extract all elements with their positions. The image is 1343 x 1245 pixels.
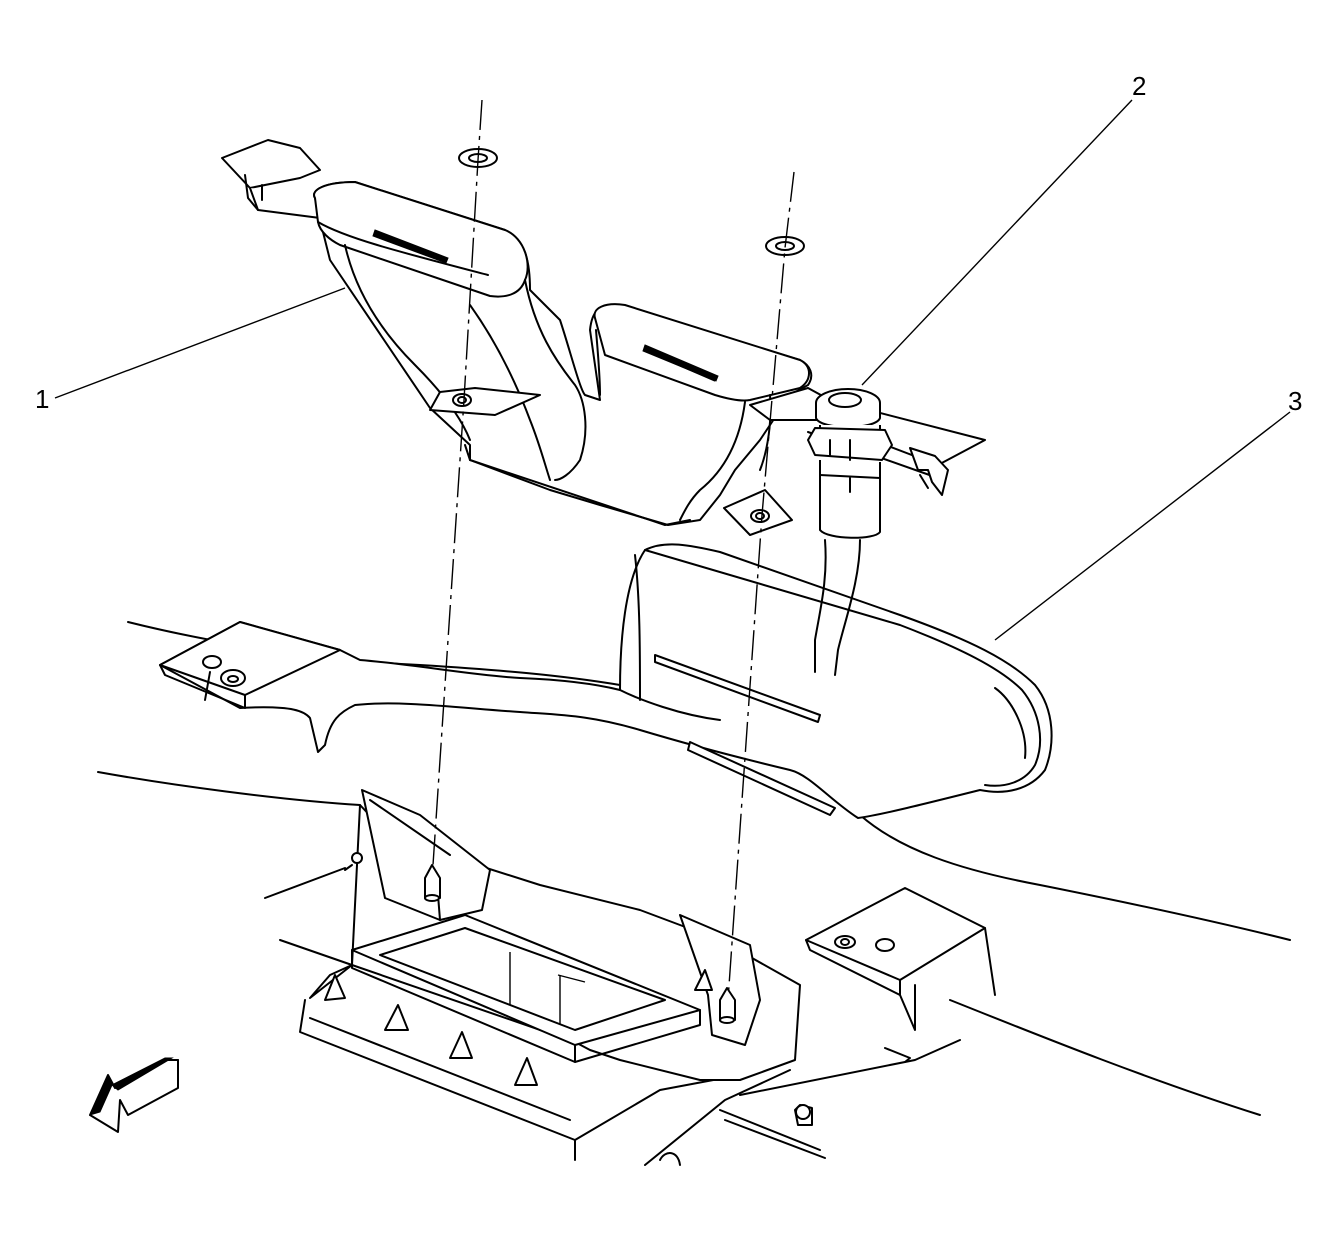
- callout-1: 1: [35, 384, 49, 414]
- sensor: [807, 388, 893, 676]
- leader-line-2: [861, 99, 1133, 386]
- callout-3: 3: [1288, 386, 1302, 416]
- callout-leaders: [54, 99, 1291, 641]
- callout-2: 2: [1132, 71, 1146, 101]
- fasteners: [424, 99, 805, 1024]
- leader-line-1: [54, 287, 346, 399]
- duct-lower: [159, 543, 1053, 1031]
- leader-line-3: [994, 411, 1291, 641]
- front-direction-arrow-icon: [89, 1057, 179, 1133]
